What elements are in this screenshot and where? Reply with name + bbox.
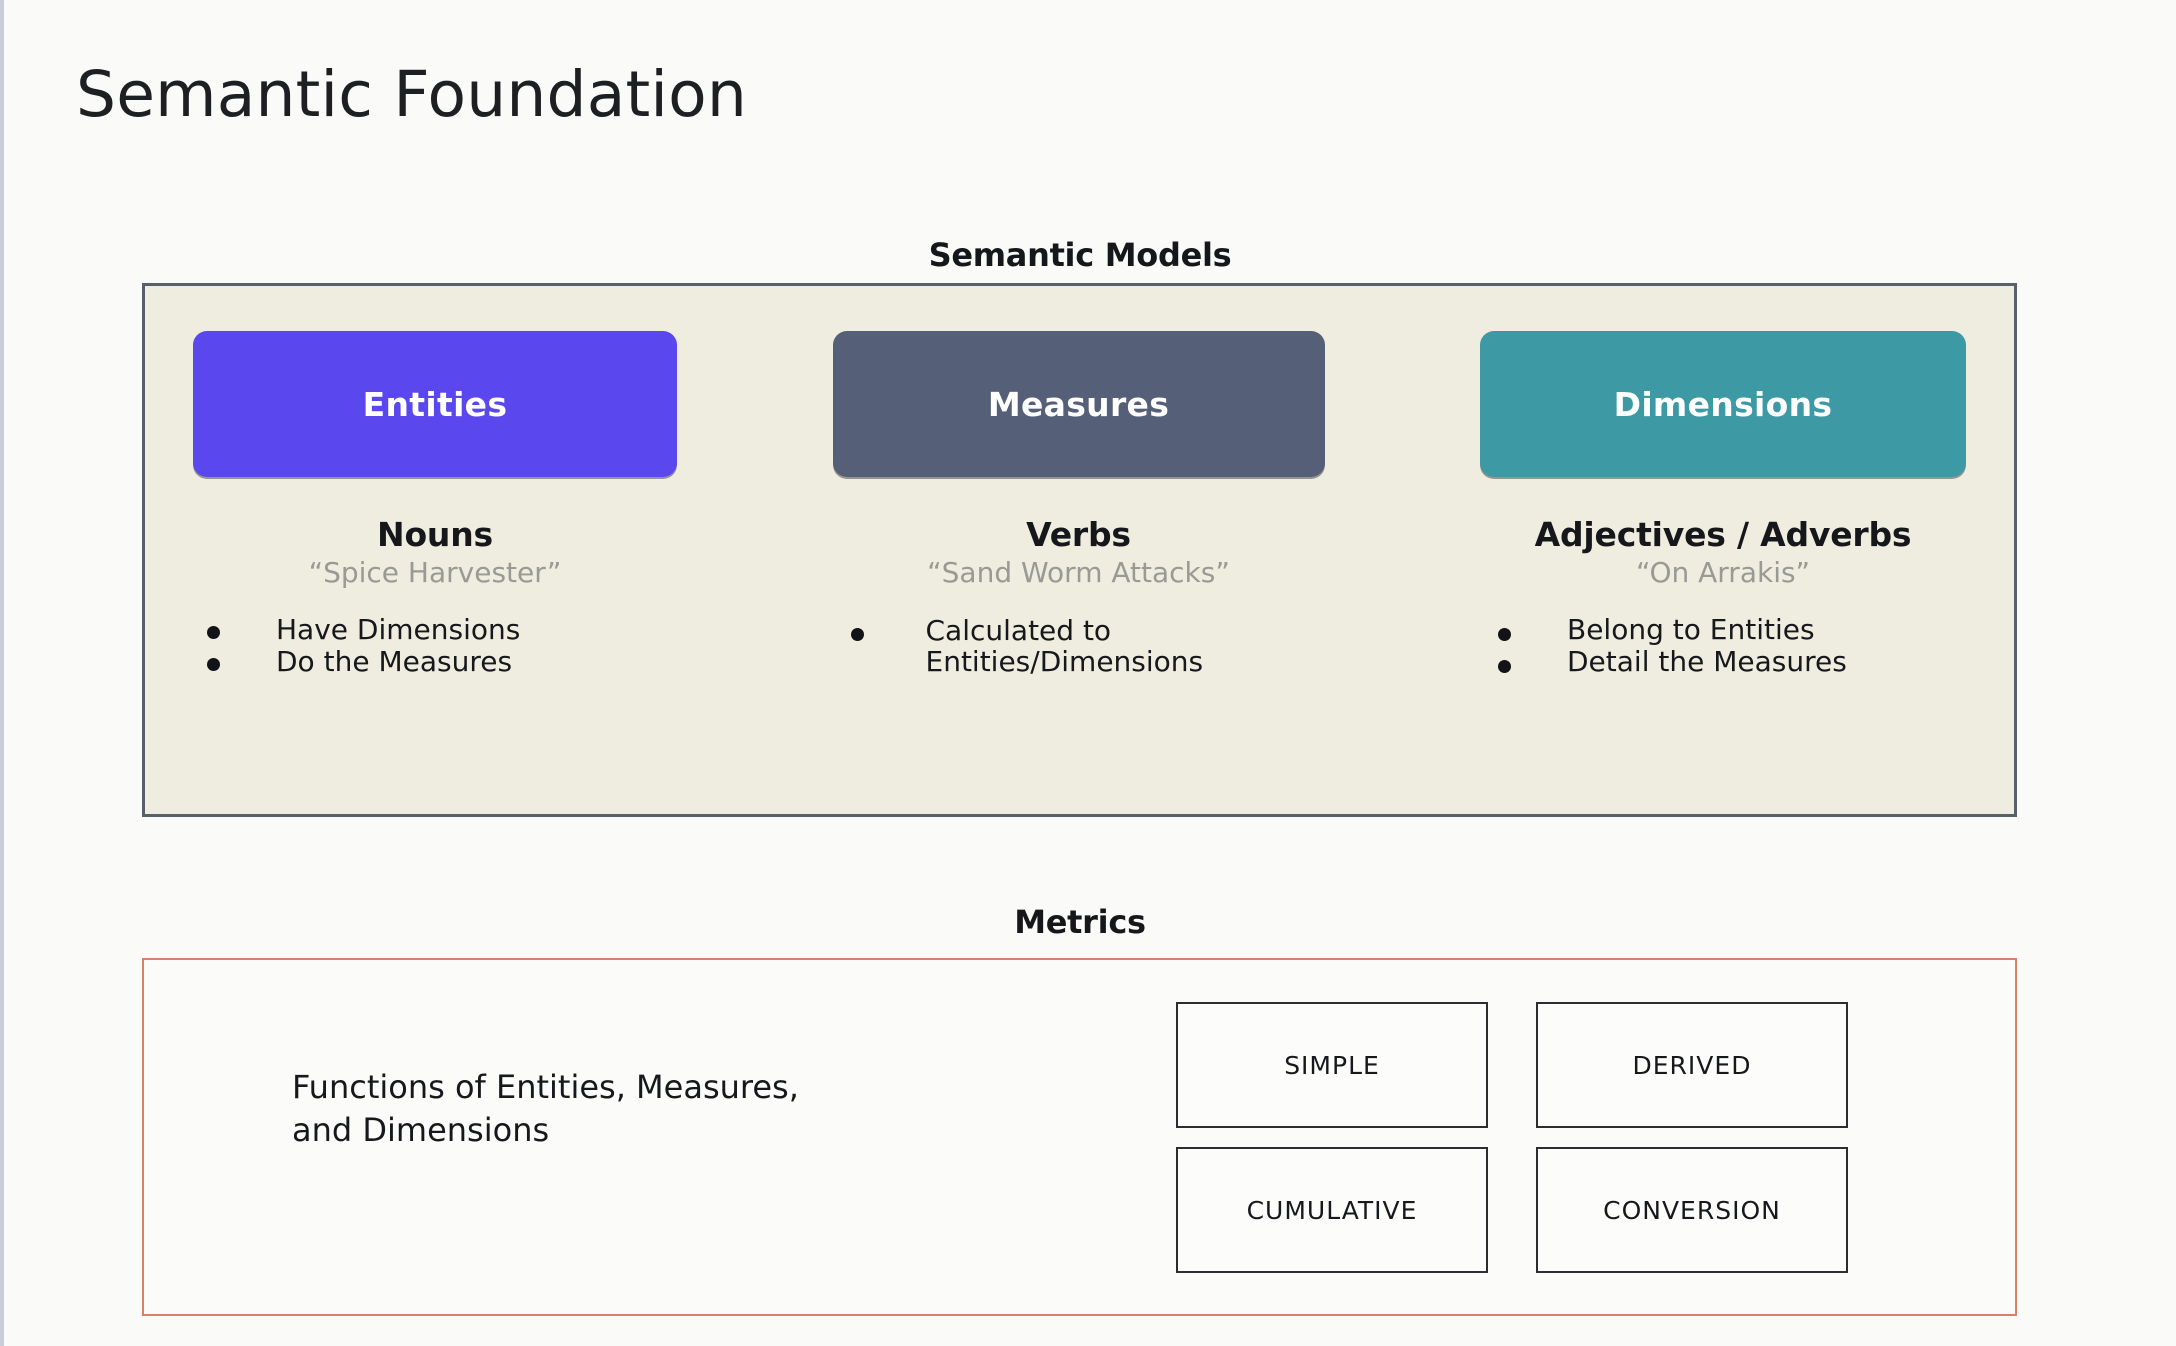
dimensions-bullet-list: Belong to Entities Detail the Measures <box>1462 613 1984 679</box>
page-title: Semantic Foundation <box>76 58 747 131</box>
entities-part-of-speech: Nouns <box>377 515 493 554</box>
bullet-dot-icon <box>850 628 864 641</box>
dimensions-pill-label: Dimensions <box>1613 384 1833 424</box>
metrics-panel: Functions of Entities, Measures, and Dim… <box>142 958 2017 1316</box>
semantic-column-measures: Measures Verbs “Sand Worm Attacks” Calcu… <box>832 331 1325 680</box>
measures-pill-label: Measures <box>987 384 1170 424</box>
list-item: Do the Measures <box>207 645 691 679</box>
metric-box-label: SIMPLE <box>1284 1050 1380 1080</box>
list-item: Belong to Entities <box>1498 613 1984 646</box>
measures-example: “Sand Worm Attacks” <box>927 556 1230 589</box>
bullet-dot-icon <box>207 658 220 672</box>
list-item-label: Calculated to Entities/Dimensions <box>925 614 1204 679</box>
list-item: Detail the Measures <box>1498 645 1984 679</box>
measures-part-of-speech: Verbs <box>1026 515 1131 554</box>
metrics-heading: Metrics <box>1014 903 1146 941</box>
entities-pill[interactable]: Entities <box>193 331 677 477</box>
semantic-models-heading: Semantic Models <box>928 236 1232 274</box>
metrics-description: Functions of Entities, Measures, and Dim… <box>292 1068 799 1149</box>
entities-bullet-list: Have Dimensions Do the Measures <box>179 613 691 679</box>
metric-type-grid: SIMPLE DERIVED CUMULATIVE CONVERSION <box>1176 1002 1848 1273</box>
bullet-dot-icon <box>1498 660 1511 674</box>
left-edge-strip <box>0 0 4 1346</box>
metric-box-derived[interactable]: DERIVED <box>1536 1002 1848 1128</box>
list-item: Calculated to Entities/Dimensions <box>850 614 1343 679</box>
list-item-label: Have Dimensions <box>276 613 521 646</box>
bullet-dot-icon <box>207 626 220 639</box>
dimensions-pill[interactable]: Dimensions <box>1480 331 1966 477</box>
semantic-models-columns: Entities Nouns “Spice Harvester” Have Di… <box>145 286 2014 814</box>
semantic-column-dimensions: Dimensions Adjectives / Adverbs “On Arra… <box>1480 331 1966 679</box>
list-item-label: Do the Measures <box>276 645 513 679</box>
metric-box-cumulative[interactable]: CUMULATIVE <box>1176 1147 1488 1273</box>
entities-pill-label: Entities <box>362 384 508 424</box>
list-item-label: Belong to Entities <box>1567 613 1815 646</box>
semantic-column-entities: Entities Nouns “Spice Harvester” Have Di… <box>193 331 677 679</box>
metric-box-label: CUMULATIVE <box>1246 1195 1418 1225</box>
bullet-dot-icon <box>1498 628 1511 641</box>
metric-box-conversion[interactable]: CONVERSION <box>1536 1147 1848 1273</box>
entities-example: “Spice Harvester” <box>308 556 562 589</box>
metric-box-label: CONVERSION <box>1603 1195 1781 1225</box>
metric-box-simple[interactable]: SIMPLE <box>1176 1002 1488 1128</box>
metric-box-label: DERIVED <box>1632 1050 1752 1080</box>
semantic-models-panel: Entities Nouns “Spice Harvester” Have Di… <box>142 283 2017 817</box>
list-item-label: Detail the Measures <box>1567 645 1847 679</box>
measures-bullet-list: Calculated to Entities/Dimensions <box>815 615 1343 680</box>
list-item: Have Dimensions <box>207 613 691 646</box>
measures-pill[interactable]: Measures <box>832 331 1325 477</box>
dimensions-example: “On Arrakis” <box>1635 556 1811 589</box>
dimensions-part-of-speech: Adjectives / Adverbs <box>1534 515 1912 554</box>
